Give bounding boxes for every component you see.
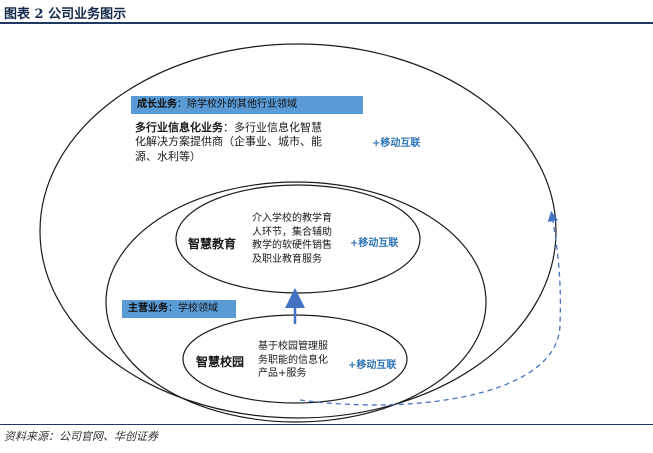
multi-industry-line3: 源、水利等） — [135, 149, 201, 163]
business-diagram — [39, 43, 562, 423]
education-title: 智慧教育 — [188, 237, 237, 251]
growth-band-text: ：除学校外的其他行业领域 — [177, 99, 297, 110]
education-desc-line3: 教学的软硬件销售 — [252, 240, 332, 251]
source-note: 资料来源：公司官网、华创证券 — [4, 430, 158, 443]
multi-industry-block: 多行业信息化业务：多行业信息化智慧 化解决方案提供商（企事业、城市、能 源、水利… — [135, 121, 322, 164]
core-business-band: 主营业务：学校领域 — [122, 300, 236, 318]
multi-industry-bold: 多行业信息化业务 — [135, 121, 223, 134]
header-rule — [0, 22, 653, 24]
campus-mobile-internet: +移动互联 — [348, 360, 397, 371]
education-mobile-internet: +移动互联 — [350, 238, 399, 249]
figure-header: 图表 2 公司业务图示 — [0, 0, 653, 24]
growth-ellipse — [39, 43, 557, 419]
growth-business-band: 成长业务：除学校外的其他行业领域 — [131, 96, 363, 114]
campus-desc: 基于校园管理服 务职能的信息化 产品+服务 — [258, 340, 328, 381]
figure-title: 图表 2 公司业务图示 — [4, 7, 127, 22]
growth-mobile-internet: +移动互联 — [372, 138, 421, 149]
core-band-text: ：学校领域 — [168, 303, 218, 314]
education-desc-line1: 介入学校的教学育 — [252, 213, 332, 224]
campus-title: 智慧校园 — [196, 355, 245, 369]
expansion-dashed-arrow — [299, 210, 562, 406]
core-ellipse — [105, 181, 487, 423]
education-desc: 介入学校的教学育 人环节，集合辅助 教学的软硬件销售 及职业教育服务 — [252, 212, 332, 266]
campus-desc-line3: 产品+服务 — [258, 368, 307, 379]
growth-band-bold: 成长业务 — [137, 99, 177, 110]
multi-industry-line1: ：多行业信息化智慧 — [223, 121, 322, 134]
campus-desc-line1: 基于校园管理服 — [258, 341, 328, 352]
campus-desc-line2: 务职能的信息化 — [258, 354, 328, 366]
multi-industry-line2: 化解决方案提供商（企事业、城市、能 — [135, 135, 322, 149]
education-desc-line4: 及职业教育服务 — [252, 253, 322, 265]
footer-rule — [0, 424, 653, 425]
education-desc-line2: 人环节，集合辅助 — [252, 226, 332, 238]
core-band-bold: 主营业务 — [128, 303, 168, 314]
